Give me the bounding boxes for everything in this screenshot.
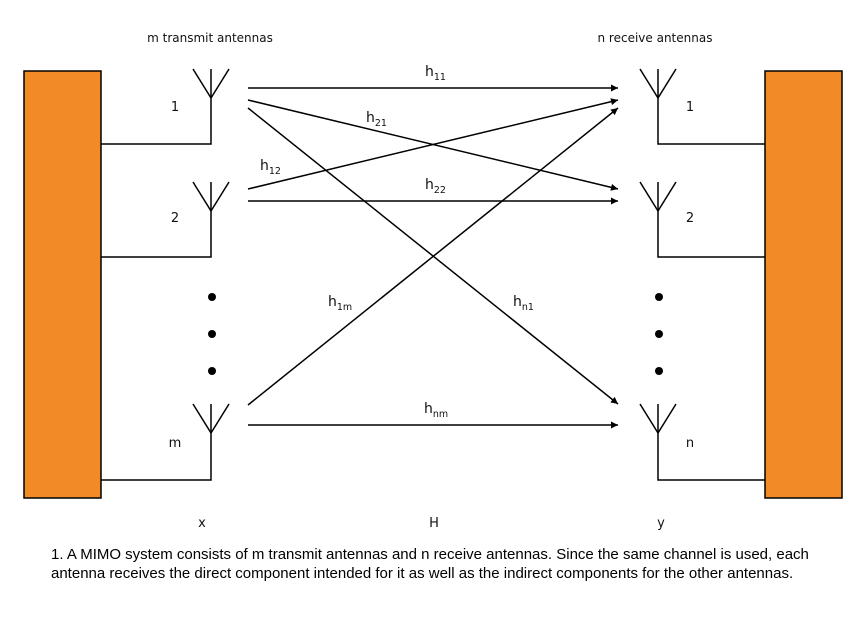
channel-matrix-label: H [429,516,439,531]
receive-label-1: 1 [686,100,694,115]
channel-label-h1m: h1m [328,294,352,313]
channel-label-h22: h22 [425,177,446,196]
channel-label-h21: h21 [366,110,387,129]
transmit-label-m: m [169,436,182,451]
channel-label-hn1: hn1 [513,294,534,313]
receive-ellipsis [655,293,663,375]
channel-label-h11: h11 [425,64,446,83]
transmit-label-1: 1 [171,100,179,115]
receiver-block [764,70,843,499]
input-vector-label: x [198,516,206,531]
channel-arrow-h12 [247,98,619,190]
transmit-antenna-m [101,403,230,481]
output-vector-label: y [657,516,665,531]
transmit-antenna-1 [101,68,230,145]
receive-label-2: 2 [686,211,694,226]
receive-header: n receive antennas [598,31,713,45]
figure-caption: 1. A MIMO system consists of m transmit … [51,546,809,582]
transmit-antenna-2 [101,181,230,258]
receive-label-n: n [686,436,694,451]
transmit-ellipsis [208,293,216,375]
transmitter-block [23,70,102,499]
channel-label-hnm: hnm [424,401,448,420]
receive-antenna-1 [639,68,765,145]
receive-antenna-2 [639,181,765,258]
transmit-label-2: 2 [171,211,179,226]
transmit-header: m transmit antennas [147,31,273,45]
channel-arrow-h1m [247,107,619,406]
mimo-diagram: m transmit antennas n receive antennas 1… [23,31,843,531]
receive-antenna-n [639,403,765,481]
channel-label-h12: h12 [260,158,281,177]
